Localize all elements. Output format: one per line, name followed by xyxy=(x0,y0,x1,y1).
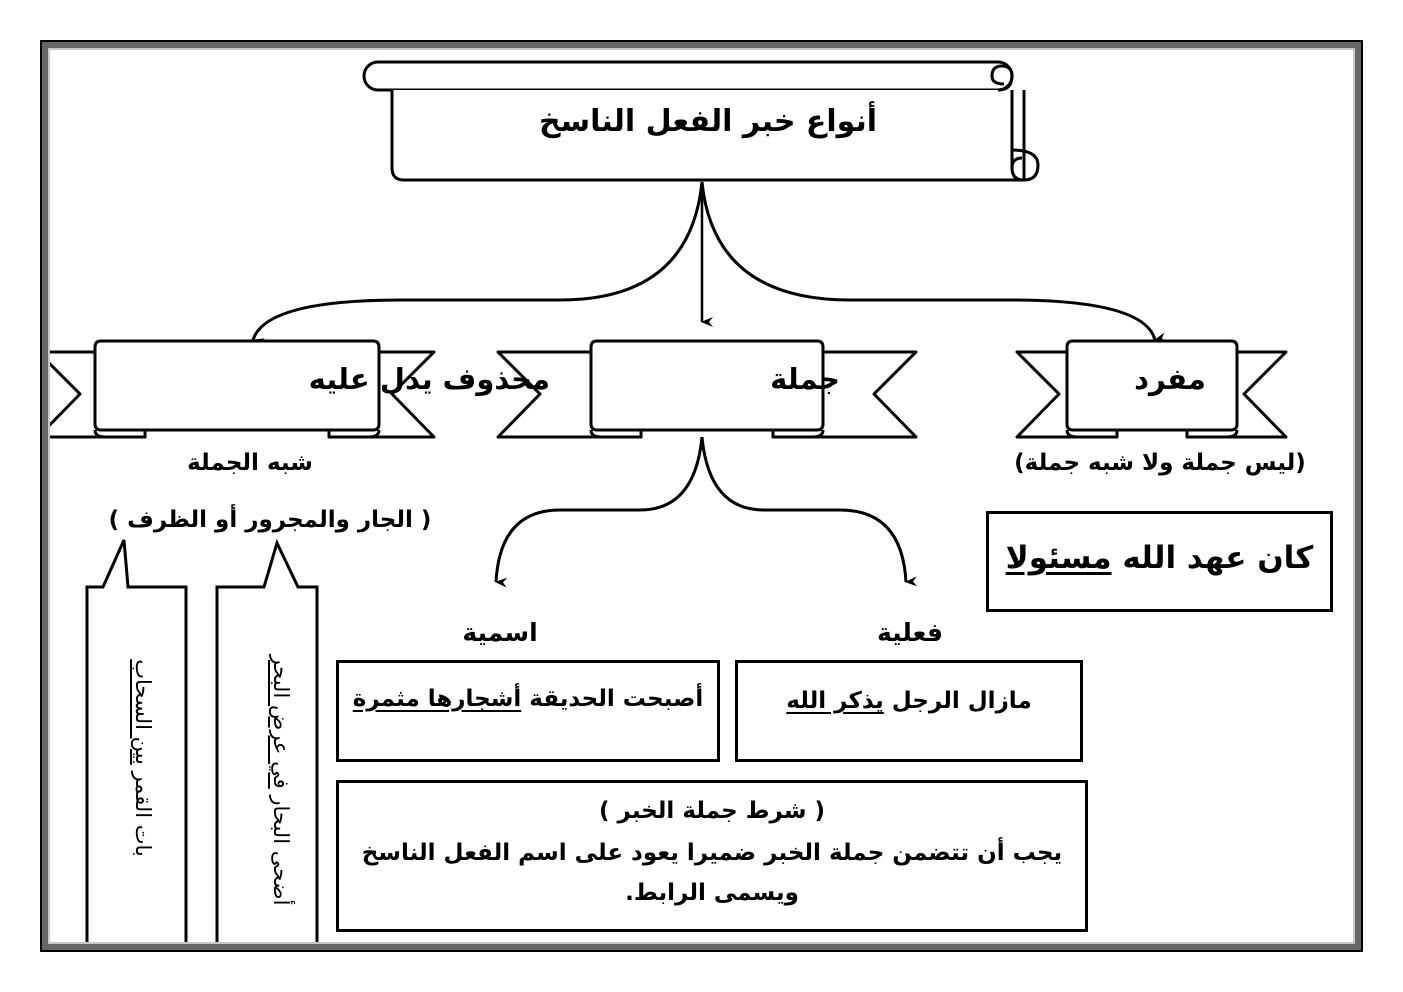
callout-left-plain: بات القمر xyxy=(131,764,155,857)
ribbon-mufrad-panel xyxy=(1065,339,1239,432)
title-scroll-top-roll xyxy=(362,60,1014,92)
mufrad-example-underlined: مسئولا xyxy=(1005,540,1112,576)
mufrad-example-box xyxy=(986,511,1333,612)
fi3liya-example: مازال الرجل يذكر الله xyxy=(735,688,1083,714)
title-scroll-body xyxy=(390,90,1026,182)
connector-to-shibh-jumla xyxy=(251,181,704,348)
callout-left-text: بات القمر بين السحاب xyxy=(125,598,155,918)
fi3liya-example-underlined: يذكر الله xyxy=(786,688,884,714)
branch-label-jumla: جملة xyxy=(770,362,840,396)
shibh-jumla-note: شبه الجملة xyxy=(187,450,313,476)
branch-label-mufrad: مفرد xyxy=(1134,362,1206,396)
ribbon-shibh-jumla-panel xyxy=(93,339,381,432)
ismiya-example-box xyxy=(336,660,720,762)
connector-to-fi3liya xyxy=(700,436,918,587)
diagram-title: أنواع خبر الفعل الناسخ xyxy=(538,104,878,139)
condition-box xyxy=(336,780,1088,932)
callout-left-underlined: بين السحاب xyxy=(131,659,155,765)
mufrad-example-plain: كان عهد الله xyxy=(1111,540,1314,576)
condition-heading: ( شرط جملة الخبر ) xyxy=(599,798,825,824)
condition-line2: ويسمى الرابط. xyxy=(625,880,799,906)
ismiya-example-underlined: أشجارها مثمرة xyxy=(352,686,522,712)
callout-left-shape xyxy=(85,539,188,942)
ismiya-label: اسمية xyxy=(462,618,538,647)
callout-right-text: أضحى البحار في عرض البحر xyxy=(263,600,293,960)
fi3liya-example-plain: مازال الرجل xyxy=(883,688,1032,714)
connector-to-ismiya xyxy=(494,436,704,588)
callout-right-shape xyxy=(215,538,319,942)
ismiya-example: أصبحت الحديقة أشجارها مثمرة xyxy=(336,686,720,712)
ribbon-jumla xyxy=(496,339,918,439)
callout-right-plain: أضحى البحار xyxy=(269,788,293,906)
shibh-jumla-note2: ( الجار والمجرور أو الظرف ) xyxy=(108,507,432,533)
fi3liya-example-box xyxy=(735,660,1083,762)
ribbon-mufrad xyxy=(1015,339,1288,439)
title-scroll xyxy=(362,60,1040,182)
branch-label-shibh-jumla: محذوف يدل عليه xyxy=(308,362,550,396)
ismiya-example-plain: أصبحت الحديقة xyxy=(521,686,704,712)
callout-shapes xyxy=(85,538,319,942)
connector-to-mufrad xyxy=(700,181,1167,343)
top-connectors xyxy=(251,181,1167,348)
diagram-shapes xyxy=(50,60,1288,942)
mufrad-note: (ليس جملة ولا شبه جملة) xyxy=(1014,450,1306,476)
jumla-sub-connectors xyxy=(494,436,918,588)
callout-right-underlined: في عرض البحر xyxy=(269,654,293,789)
condition-line1: يجب أن تتضمن جملة الخبر ضميرا يعود على ا… xyxy=(361,840,1063,866)
ribbon-shibh-jumla xyxy=(50,339,436,439)
ribbon-jumla-panel xyxy=(589,339,825,432)
title-scroll-top-curl xyxy=(990,64,1014,92)
mufrad-example: كان عهد الله مسئولا xyxy=(986,540,1333,576)
fi3liya-label: فعلية xyxy=(876,618,944,647)
